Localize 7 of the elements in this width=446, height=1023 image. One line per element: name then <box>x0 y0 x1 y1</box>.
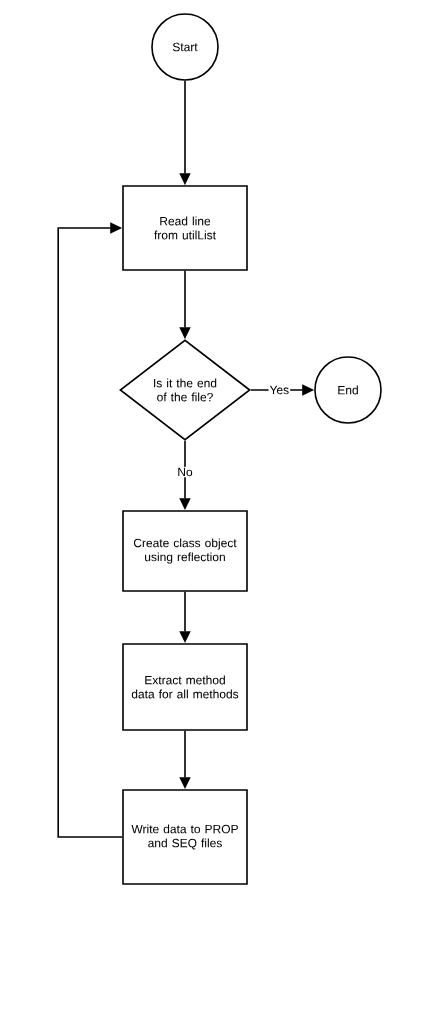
process-box: Read line from utilList <box>122 185 248 271</box>
process-box: Write data to PROP and SEQ files <box>122 789 248 885</box>
arrow <box>57 222 123 838</box>
process-box: Extract method data for all methods <box>122 643 248 731</box>
edge-label: Yes <box>268 384 291 396</box>
edge-label: No <box>176 466 194 478</box>
process-box: Create class object using reflection <box>122 510 248 592</box>
